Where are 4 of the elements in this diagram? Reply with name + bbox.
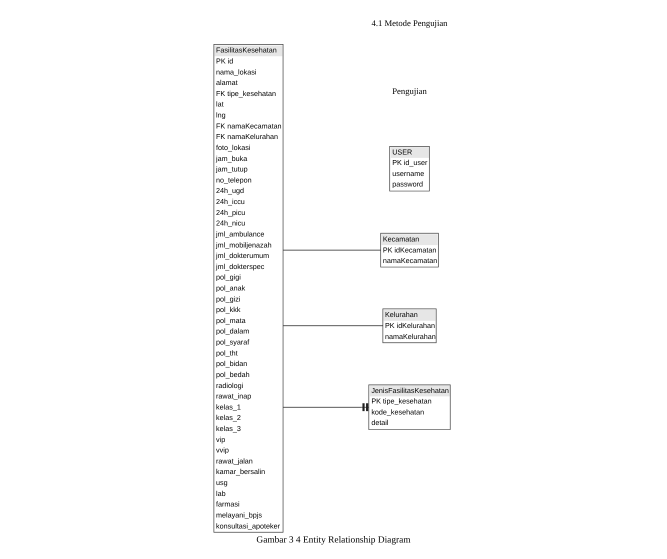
label: 4.1 Metode Pengujian [372, 18, 448, 28]
label: Pengujian [392, 86, 427, 96]
caption: Gambar 3 4 Entity Relationship Diagram [256, 536, 411, 546]
connector [282, 325, 384, 326]
